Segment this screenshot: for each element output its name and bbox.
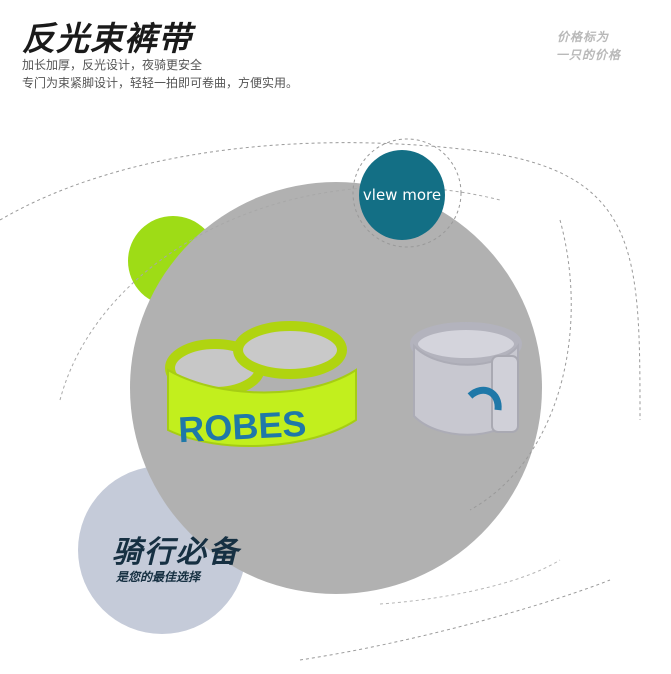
page-title: 反光束裤带	[22, 19, 192, 58]
price-note-line-1: 价格标为	[556, 30, 609, 44]
slogan-title: 骑行必备	[112, 535, 240, 570]
band-print-text: ROBES	[177, 403, 307, 451]
description-line-1: 加长加厚，反光设计，夜骑更安全	[22, 58, 203, 72]
green-reflective-band: ROBES	[165, 321, 357, 451]
band-logo-icon	[467, 386, 502, 411]
view-more-button[interactable]: vlew more	[359, 150, 445, 240]
silver-reflective-band	[410, 322, 522, 436]
description-line-2: 专门为束紧脚设计，轻轻一拍即可卷曲，方便实用。	[22, 76, 299, 90]
slogan-subtitle: 是您的最佳选择	[116, 570, 201, 584]
price-note-line-2: 一只的价格	[555, 48, 621, 62]
